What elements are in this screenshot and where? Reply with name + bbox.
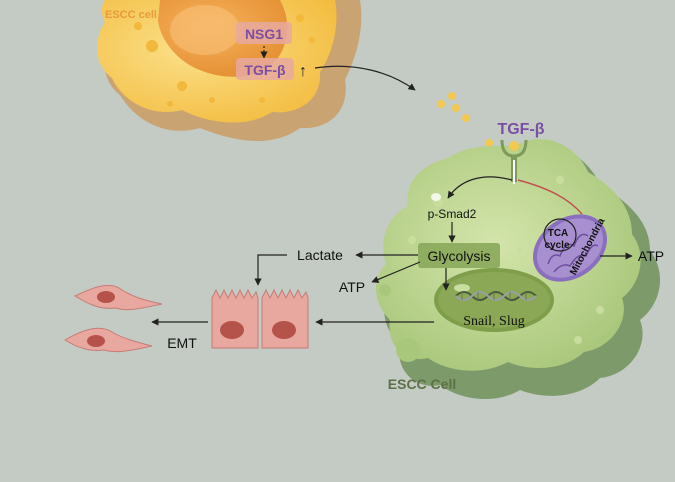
nucleus-highlight	[454, 284, 470, 292]
green-bubble	[396, 338, 420, 362]
glycolysis-box	[418, 243, 500, 268]
organelle-dot	[209, 97, 215, 103]
tgf-beta-receptor-label: TGF-β	[497, 121, 544, 138]
mesenchymal-cells	[64, 284, 163, 353]
nucleus-highlight	[170, 5, 240, 55]
green-bubble	[596, 306, 604, 314]
organelle-dot	[259, 97, 265, 103]
glycolysis-label: Glycolysis	[427, 248, 490, 264]
tca-label: TCA	[548, 228, 569, 239]
escc-cell-bottom-label: ESCC Cell	[388, 376, 456, 392]
lactate-label: Lactate	[297, 247, 343, 263]
tgf-beta-inner-label: TGF-β	[244, 62, 286, 78]
glycolysis-to-atp-arrow	[371, 261, 421, 283]
green-bubble	[556, 176, 564, 184]
emt-label: EMT	[167, 335, 197, 351]
lactate-to-epithelial-arrow	[254, 254, 287, 286]
cycle-label: cycle	[544, 240, 569, 251]
atp-left-label: ATP	[339, 279, 365, 295]
green-bubble	[379, 284, 391, 296]
up-arrow-symbol: ↑	[299, 63, 307, 80]
nsg1-label-box	[236, 22, 292, 44]
mitochondria-icon	[532, 214, 608, 282]
tgf-beta-receptor-icon	[500, 139, 528, 184]
bottom-escc-cell: Snail, Slug TGF-β p-Smad2 Glycolysis TCA…	[375, 121, 661, 400]
green-bubble	[408, 236, 416, 244]
dna-helix-icon	[455, 291, 537, 301]
snail-slug-label: Snail, Slug	[463, 314, 524, 329]
green-bubble	[517, 247, 523, 253]
secretion-arrow	[314, 65, 416, 91]
tgf-inner-label-box	[236, 58, 294, 80]
epithelial-cells	[211, 288, 309, 349]
organelle-dot	[134, 22, 142, 30]
organelle-dot	[177, 81, 187, 91]
organelle-dot	[146, 40, 158, 52]
receptor-to-psmad-arrow	[447, 176, 513, 199]
top-escc-cell: ESCC cell NSG1 TGF-β ↑	[97, 0, 362, 142]
vesicle-highlight	[431, 193, 441, 201]
organelle-dot	[309, 37, 315, 43]
escc-cell-top-label: ESCC cell	[105, 9, 157, 21]
nsg1-label: NSG1	[245, 26, 283, 42]
inhibition-line	[517, 179, 583, 215]
p-smad2-label: p-Smad2	[428, 207, 477, 221]
tgf-beta-particles	[437, 92, 493, 147]
green-bubble	[574, 336, 582, 344]
organelle-dot	[167, 101, 173, 107]
organelle-dot	[296, 14, 304, 22]
atp-right-label: ATP	[638, 248, 664, 264]
